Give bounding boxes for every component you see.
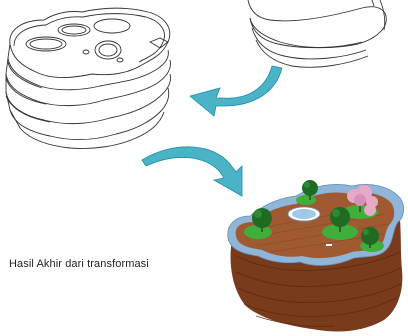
sketch-model-top-right [248, 0, 386, 67]
curved-arrow-icon [190, 66, 282, 116]
caption-text: Hasil Akhir dari transformasi [9, 258, 149, 270]
curved-arrow-icon [142, 147, 242, 196]
sketch-model-left [6, 8, 171, 148]
final-model [228, 180, 404, 332]
